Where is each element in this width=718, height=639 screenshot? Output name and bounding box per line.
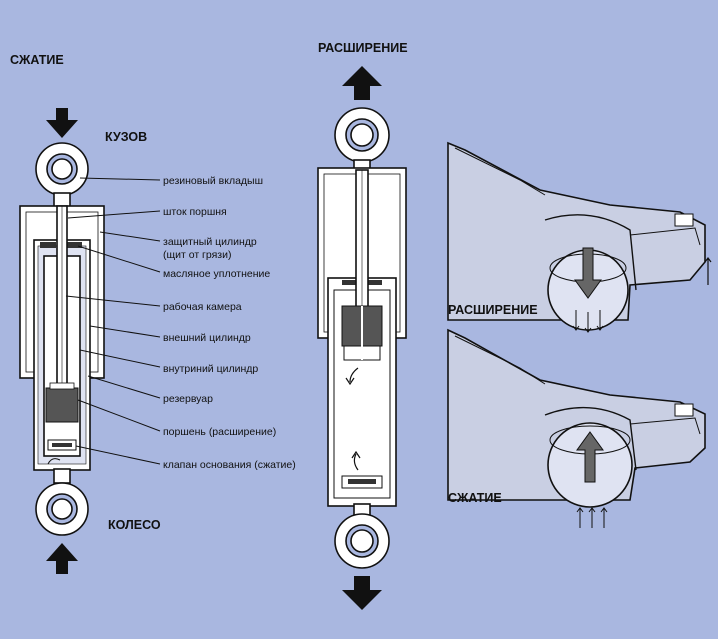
label-reservoir: резервуар — [163, 393, 213, 405]
label-outer-cylinder: внешний цилиндр — [163, 332, 251, 344]
heading-wheel: КОЛЕСО — [108, 518, 161, 532]
label-piston-rod: шток поршня — [163, 206, 227, 218]
left-shock-absorber — [19, 108, 105, 574]
piston — [45, 387, 79, 423]
extension-arrow-up-icon — [342, 66, 382, 100]
heading-extension-center: РАСШИРЕНИЕ — [318, 41, 408, 55]
label-working-chamber: рабочая камера — [163, 301, 242, 313]
label-inner-cylinder: внутриний цилиндр — [163, 363, 258, 375]
wheel-up-arrow-icon — [576, 431, 604, 483]
label-rubber-bushing: резиновый вкладыш — [163, 175, 263, 187]
center-shock-absorber: РАСШИРЕНИЕ — [317, 41, 408, 610]
extension-arrow-down-icon — [342, 576, 382, 610]
label-piston-extension: поршень (расширение) — [163, 426, 276, 438]
label-base-valve: клапан основания (сжатие) — [163, 459, 296, 471]
wheel-down-arrow-icon — [574, 247, 602, 299]
compression-arrow-down-icon — [46, 108, 78, 138]
heading-compression-left: СЖАТИЕ — [10, 53, 64, 67]
car-extension-view: РАСШИРЕНИЕ — [447, 141, 712, 333]
car-compression-view: СЖАТИЕ — [447, 328, 706, 528]
compression-arrow-up-icon — [46, 543, 78, 574]
heading-extension-car: РАСШИРЕНИЕ — [448, 303, 538, 317]
label-oil-seal: масляное уплотнение — [163, 268, 270, 280]
leader-lines — [65, 177, 161, 465]
heading-compression-car: СЖАТИЕ — [448, 491, 502, 505]
heading-body: КУЗОВ — [105, 130, 147, 144]
label-dirt-shield: (щит от грязи) — [163, 249, 231, 261]
label-protective-cylinder: защитный цилиндр — [163, 236, 257, 248]
